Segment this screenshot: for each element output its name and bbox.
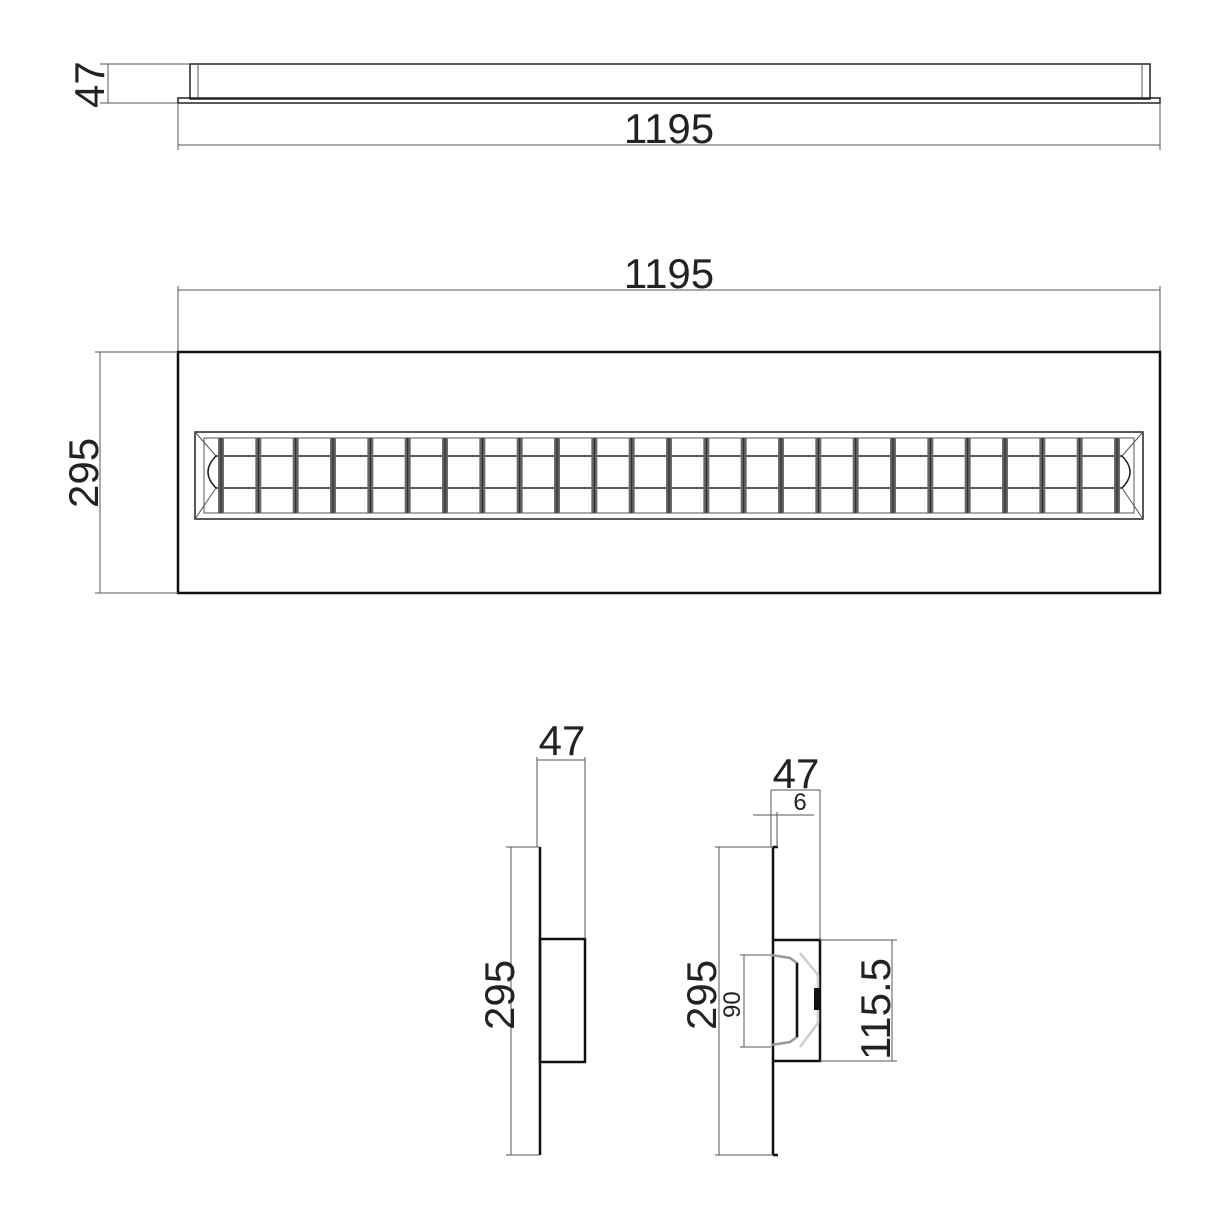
top-view-body xyxy=(189,63,1151,100)
side-view-housing xyxy=(538,937,587,1064)
front-length-label: 1195 xyxy=(624,250,714,297)
section-housing-label: 115.5 xyxy=(852,958,899,1060)
driver-clip xyxy=(814,988,820,1010)
section-depth-label: 47 xyxy=(773,750,820,797)
side-width-label: 295 xyxy=(476,960,523,1030)
side-depth-label: 47 xyxy=(539,717,586,764)
top-length-label: 1195 xyxy=(624,105,714,152)
front-width-label: 295 xyxy=(60,438,107,508)
front-view-body xyxy=(176,350,1162,595)
side-view: 47 295 xyxy=(476,717,587,1156)
section-opening-label: 90 xyxy=(719,991,746,1018)
front-view: 1195 295 xyxy=(60,250,1162,595)
top-view: 47 1195 xyxy=(66,61,1161,152)
section-width-label: 295 xyxy=(678,960,725,1030)
top-view-flange xyxy=(177,97,1161,104)
louver-grid xyxy=(194,431,1144,520)
section-flange-label: 6 xyxy=(793,789,806,816)
section-view: 47 6 295 90 115.5 xyxy=(678,750,899,1157)
top-height-label: 47 xyxy=(66,61,113,108)
